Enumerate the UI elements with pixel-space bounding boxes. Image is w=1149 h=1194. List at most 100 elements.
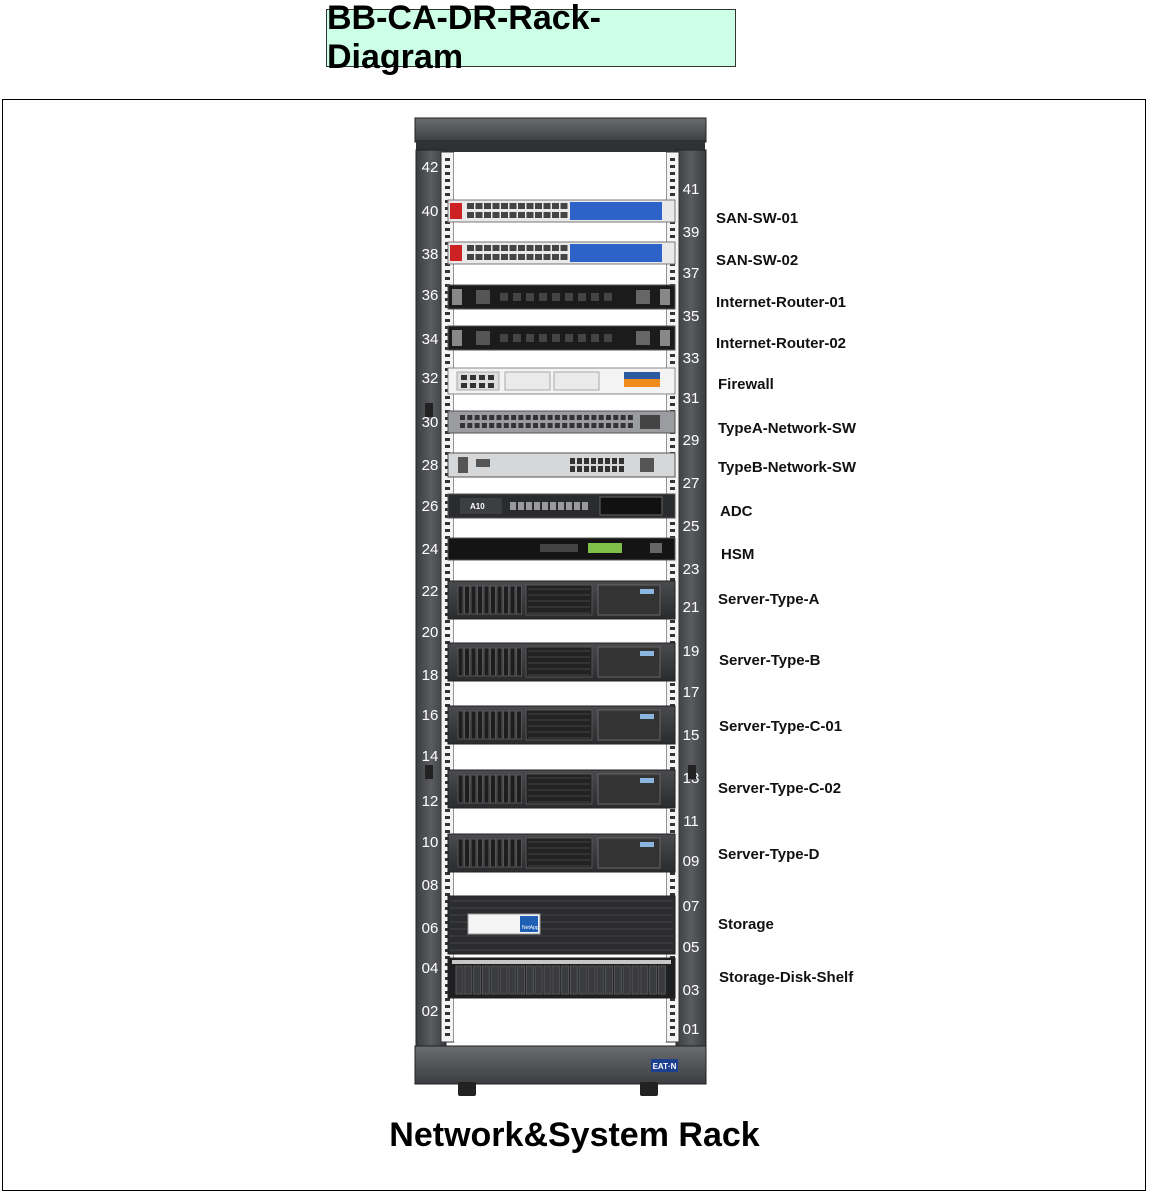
rail-hole bbox=[670, 634, 675, 637]
rail-hole bbox=[445, 1019, 450, 1022]
rail-hole bbox=[670, 172, 675, 175]
rail-hole bbox=[670, 438, 675, 441]
rail-hole bbox=[445, 403, 450, 406]
rail-hole bbox=[670, 830, 675, 833]
unit-number-right: 07 bbox=[683, 898, 700, 915]
device-typeb-network-sw[interactable] bbox=[447, 452, 676, 478]
rail-hole bbox=[445, 186, 450, 189]
device-label: Server-Type-C-01 bbox=[719, 718, 843, 735]
unit-number-right: 25 bbox=[683, 518, 700, 535]
device-server-type-a[interactable] bbox=[447, 580, 676, 620]
rail-hole bbox=[445, 830, 450, 833]
unit-number-left: 28 bbox=[422, 457, 439, 474]
rail-hole bbox=[445, 235, 450, 238]
device-server-type-d[interactable] bbox=[447, 833, 676, 873]
device-label: Server-Type-C-02 bbox=[718, 780, 842, 797]
unit-number-right: 05 bbox=[683, 939, 700, 956]
rail-hole bbox=[670, 627, 675, 630]
unit-number-right: 27 bbox=[683, 475, 700, 492]
rail-hole bbox=[445, 522, 450, 525]
unit-number-left: 18 bbox=[422, 667, 439, 684]
rack-caption: Network&System Rack bbox=[389, 1116, 760, 1154]
unit-number-left: 30 bbox=[422, 414, 439, 431]
unit-number-right: 37 bbox=[683, 265, 700, 282]
rail-hole bbox=[670, 564, 675, 567]
rail-hole bbox=[670, 445, 675, 448]
rail-hole bbox=[670, 179, 675, 182]
unit-number-left: 34 bbox=[422, 331, 439, 348]
unit-number-left: 24 bbox=[422, 541, 439, 558]
unit-number-left: 22 bbox=[422, 583, 439, 600]
device-server-type-c-02[interactable] bbox=[447, 769, 676, 809]
rail-hole bbox=[445, 571, 450, 574]
device-server-type-b[interactable] bbox=[447, 642, 676, 682]
unit-number-right: 11 bbox=[683, 813, 699, 830]
rail-hole bbox=[445, 886, 450, 889]
rail-hole bbox=[445, 753, 450, 756]
rail-hole bbox=[670, 403, 675, 406]
unit-number-right: 03 bbox=[683, 982, 700, 999]
unit-number-right: 21 bbox=[683, 599, 700, 616]
rail-hole bbox=[670, 767, 675, 770]
device-san-sw-01[interactable] bbox=[447, 199, 676, 223]
device-storage[interactable]: NetApp bbox=[447, 895, 676, 955]
rail-hole bbox=[670, 872, 675, 875]
rack-top-lip bbox=[416, 140, 705, 152]
rail-hole bbox=[670, 998, 675, 1001]
rail-hole bbox=[670, 578, 675, 581]
rail-hole bbox=[445, 312, 450, 315]
device-hsm[interactable] bbox=[447, 537, 676, 561]
rail-hole bbox=[670, 879, 675, 882]
rail-hole bbox=[445, 634, 450, 637]
brand-badge bbox=[651, 1059, 678, 1072]
rail-hole bbox=[445, 823, 450, 826]
rail-hole bbox=[445, 396, 450, 399]
unit-number-left: 42 bbox=[422, 159, 439, 176]
device-server-type-c-01[interactable] bbox=[447, 705, 676, 745]
rail-hole bbox=[445, 697, 450, 700]
rail-hole bbox=[670, 690, 675, 693]
unit-number-left: 14 bbox=[422, 748, 439, 765]
unit-number-left: 06 bbox=[422, 920, 439, 937]
unit-number-left: 04 bbox=[422, 960, 439, 977]
unit-number-left: 16 bbox=[422, 707, 439, 724]
rack-top-cap bbox=[414, 117, 707, 143]
unit-number-right: 15 bbox=[683, 727, 700, 744]
rail-hole bbox=[670, 571, 675, 574]
rail-hole bbox=[670, 697, 675, 700]
unit-number-right: 17 bbox=[683, 684, 700, 701]
unit-number-right: 41 bbox=[683, 181, 700, 198]
rail-hole bbox=[445, 564, 450, 567]
rail-hole bbox=[445, 319, 450, 322]
rail-hole bbox=[445, 767, 450, 770]
device-label: Server-Type-D bbox=[718, 846, 820, 863]
device-firewall[interactable] bbox=[447, 367, 676, 395]
diagram-frame bbox=[2, 99, 1146, 1191]
unit-number-right: 23 bbox=[683, 561, 700, 578]
rail-hole bbox=[670, 396, 675, 399]
unit-number-right: 31 bbox=[683, 390, 700, 407]
rail-hole bbox=[445, 172, 450, 175]
rail-hole bbox=[670, 1005, 675, 1008]
rail-hole bbox=[670, 228, 675, 231]
rail-hole bbox=[670, 270, 675, 273]
device-label: Storage bbox=[718, 916, 774, 933]
device-internet-router-02[interactable] bbox=[447, 325, 676, 351]
brand-logo: EAT·N bbox=[653, 1062, 677, 1071]
rail-hole bbox=[445, 1012, 450, 1015]
rail-hole bbox=[670, 886, 675, 889]
rail-hole bbox=[670, 361, 675, 364]
device-san-sw-02[interactable] bbox=[447, 241, 676, 265]
rail-hole bbox=[445, 578, 450, 581]
rail-hole bbox=[670, 746, 675, 749]
device-storage-disk-shelf[interactable] bbox=[447, 957, 676, 999]
rail-hole bbox=[670, 354, 675, 357]
rail-hole bbox=[445, 193, 450, 196]
device-typea-network-sw[interactable] bbox=[447, 410, 676, 434]
device-internet-router-01[interactable] bbox=[447, 284, 676, 310]
device-adc[interactable]: A10 bbox=[447, 493, 676, 519]
rail-hole bbox=[670, 753, 675, 756]
rail-hole bbox=[445, 277, 450, 280]
rail-hole bbox=[445, 760, 450, 763]
rail-hole bbox=[445, 228, 450, 231]
